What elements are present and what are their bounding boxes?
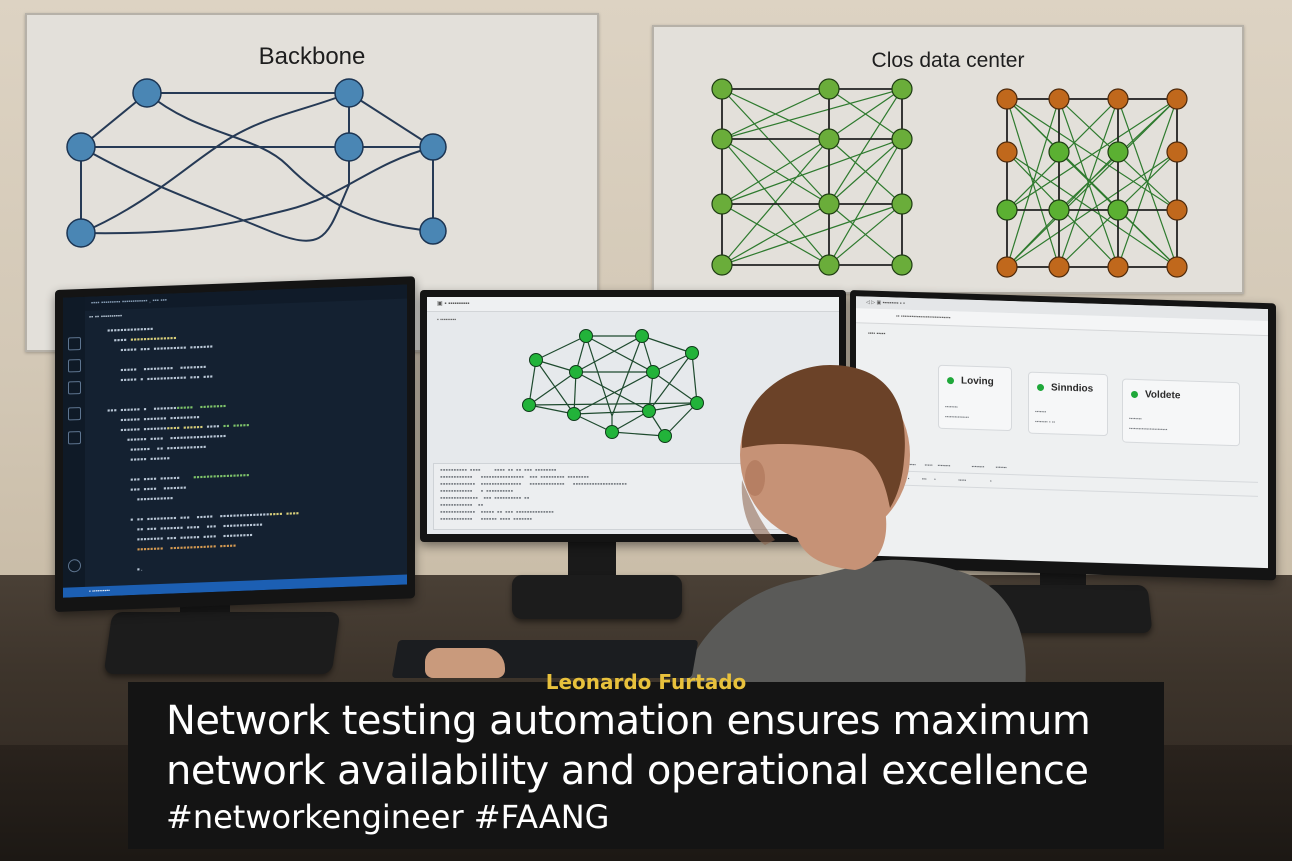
editor-tab[interactable]: ▪▪ ▪▪ ▪▪▪▪▪▪▪▪▪▪: [89, 313, 123, 321]
terminal-icon[interactable]: [68, 431, 81, 445]
status-ok-icon: [1131, 390, 1138, 399]
caption-headline: Network testing automation ensures maxim…: [166, 696, 1134, 796]
search-icon[interactable]: [68, 359, 81, 373]
author-name: Leonardo Furtado: [545, 670, 747, 694]
backbone-diagram: [66, 78, 447, 248]
stage-detail: ▪▪▪▪▪▪▪▪: [1129, 415, 1142, 422]
clos-poster: Clos data center: [652, 25, 1244, 294]
editor-status-bar: ▪ ▪▪▪▪▪▪▪▪▪▪: [63, 574, 407, 598]
explorer-icon[interactable]: [68, 337, 81, 351]
code-editor-screen: ▪▪▪▪ ▪▪▪▪▪▪▪▪▪ ▪▪▪▪▪▪▪▪▪▪▪▪ , ▪▪▪ ▪▪▪ ▪▪…: [63, 284, 407, 598]
hashtags: #networkengineer #FAANG: [166, 798, 610, 836]
topology-window-titlebar: ▣ ▪ ▪▪▪▪▪▪▪▪▪▪: [427, 297, 839, 312]
code-area[interactable]: ▪▪▪▪▪▪▪▪▪▪▪▪▪▪ ▪▪▪▪ ▪▪▪▪▪▪▪▪▪▪▪▪▪▪ ▪▪▪▪▪…: [107, 326, 300, 573]
headline-line-2: network availability and operational exc…: [166, 748, 1089, 794]
headline-line-1: Network testing automation ensures maxim…: [166, 698, 1091, 744]
pipeline-stage-3[interactable]: Voldete ▪▪▪▪▪▪▪▪ ▪▪▪▪▪▪▪▪▪▪▪▪▪▪▪▪▪▪▪▪▪▪▪…: [1122, 378, 1240, 447]
settings-gear-icon[interactable]: [68, 559, 81, 573]
network-engineer-person: [680, 365, 1026, 690]
extensions-icon[interactable]: [68, 407, 81, 421]
clos-poster-title: Clos data center: [871, 49, 1025, 72]
editor-activity-bar: [63, 296, 85, 598]
stage-detail: ▪▪▪▪▪▪▪▪▪▪▪▪▪▪▪▪▪▪▪▪▪▪▪▪: [1129, 425, 1168, 432]
stage-label: Voldete: [1145, 389, 1181, 402]
topology-graph[interactable]: [427, 315, 839, 475]
left-monitor-base: [103, 612, 341, 674]
topology-breadcrumb[interactable]: ▪ ▪▪▪▪▪▪▪▪▪: [437, 317, 457, 323]
editor-menu-bar: ▪▪▪▪ ▪▪▪▪▪▪▪▪▪ ▪▪▪▪▪▪▪▪▪▪▪▪ , ▪▪▪ ▪▪▪: [63, 284, 407, 312]
clos-diagram: [711, 78, 1188, 278]
source-control-icon[interactable]: [68, 381, 81, 395]
backbone-poster-title: Backbone: [258, 43, 366, 70]
caption-banner: Leonardo Furtado Network testing automat…: [128, 670, 1164, 849]
center-monitor-base: [512, 575, 682, 619]
hand: [425, 648, 505, 678]
dashboard-breadcrumb[interactable]: ▪▪▪▪ ▪▪▪▪▪: [868, 330, 886, 338]
left-monitor: ▪▪▪▪ ▪▪▪▪▪▪▪▪▪ ▪▪▪▪▪▪▪▪▪▪▪▪ , ▪▪▪ ▪▪▪ ▪▪…: [55, 276, 415, 612]
